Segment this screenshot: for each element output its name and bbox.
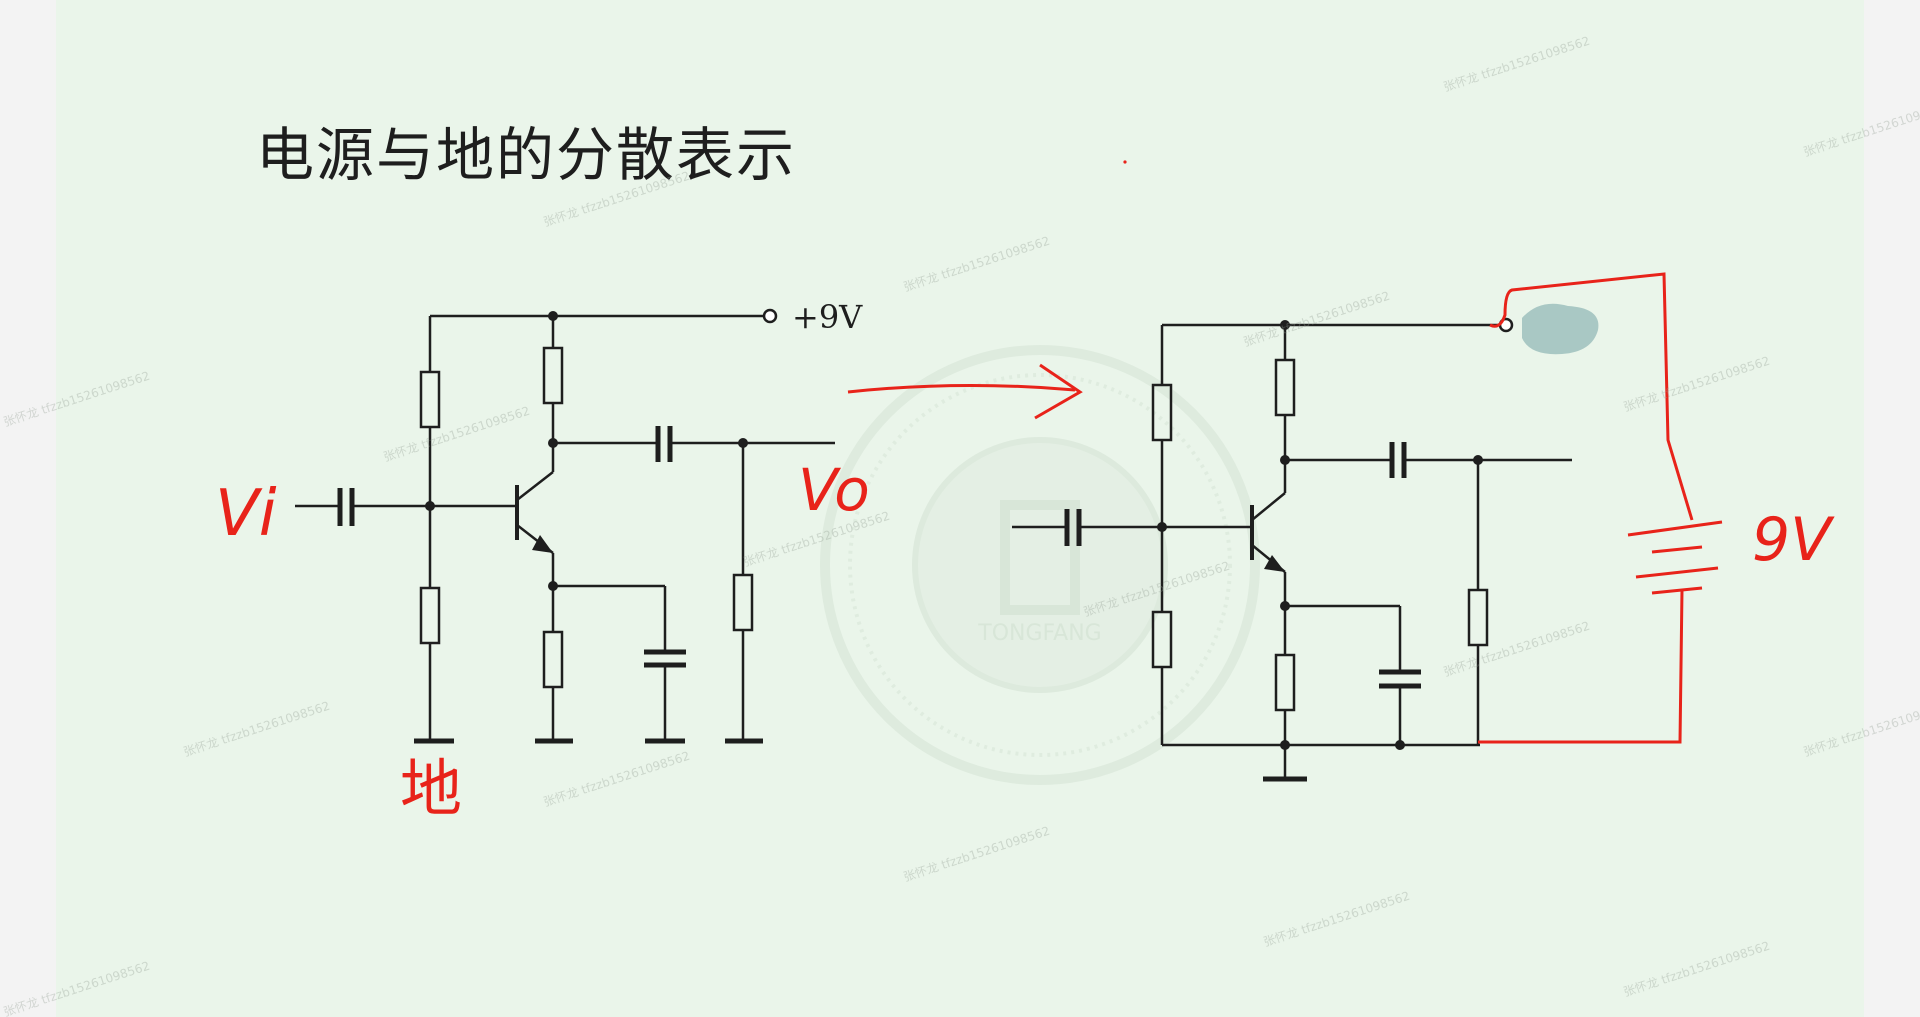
- battery-loop-annotation: [1478, 272, 1723, 744]
- battery-voltage-annotation: 9V: [1752, 505, 1835, 575]
- supply-terminal-icon: [762, 308, 778, 324]
- seal-logo-text: TONGFANG: [977, 621, 1101, 646]
- ground-annotation: 地: [400, 752, 462, 825]
- input-voltage-annotation: Vi: [215, 477, 277, 551]
- resistor-rc: [542, 346, 564, 405]
- transform-arrow-icon: [847, 363, 1083, 420]
- battery-long-plate: [1627, 520, 1723, 537]
- resistor-load: [732, 573, 754, 632]
- stray-dot: [1123, 160, 1127, 164]
- resistor-r2: [419, 586, 441, 645]
- supply-voltage-label: +9V: [792, 298, 863, 336]
- tongfang-seal-watermark: TONGFANG: [820, 345, 1260, 785]
- slide-canvas: 电源与地的分散表示: [56, 0, 1864, 1017]
- output-voltage-annotation: Vo: [798, 456, 870, 524]
- eraser-blob: [1522, 303, 1599, 355]
- resistor-re: [542, 630, 564, 689]
- left-amplifier-circuit: [295, 308, 835, 744]
- battery-short-plate: [1651, 545, 1703, 554]
- resistor-r1: [419, 370, 441, 429]
- right-amplifier-circuit: [1012, 317, 1572, 782]
- slide-title: 电源与地的分散表示: [256, 121, 797, 189]
